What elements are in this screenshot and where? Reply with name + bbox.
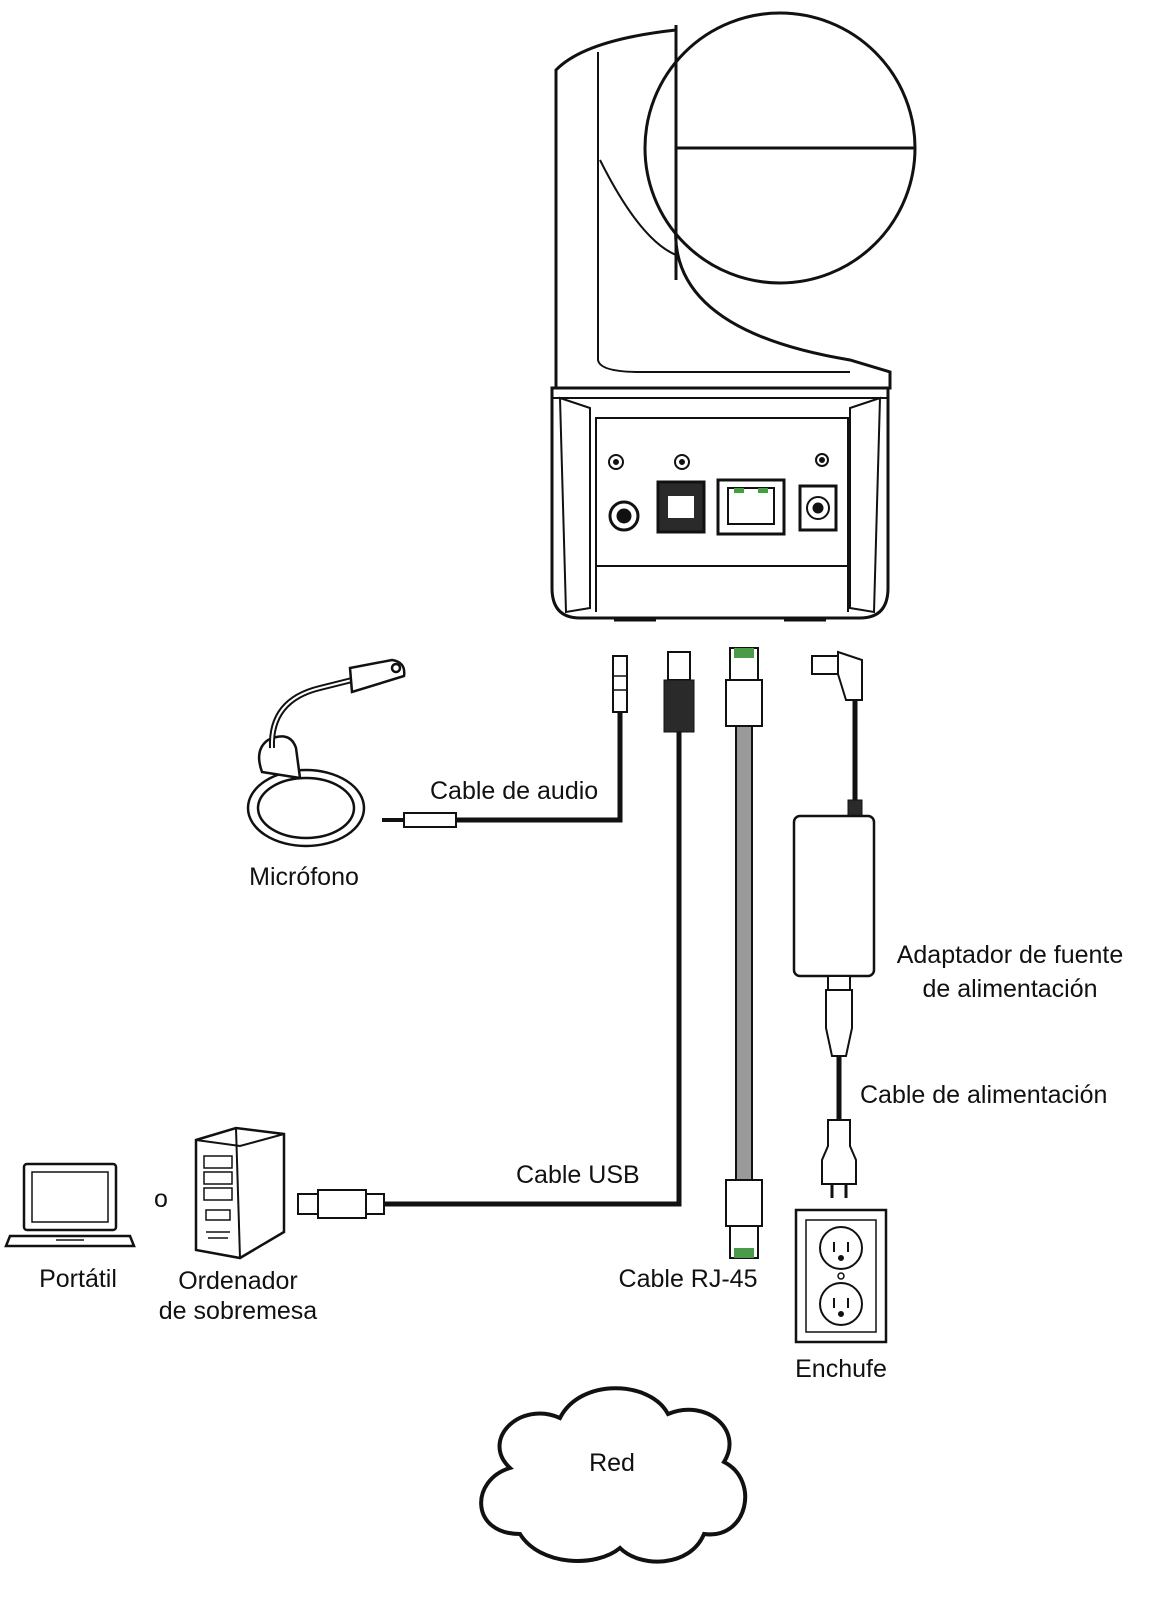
audio-plug-top-icon bbox=[612, 655, 628, 713]
audio-plug-mic-icon bbox=[403, 812, 457, 828]
microphone-icon bbox=[246, 658, 406, 848]
desktop-label-line2: de sobremesa bbox=[158, 1297, 318, 1325]
wall-outlet-icon bbox=[794, 1208, 888, 1344]
ptz-camera bbox=[550, 11, 917, 622]
audio-cable-label: Cable de audio bbox=[430, 777, 599, 805]
laptop-icon bbox=[4, 1162, 136, 1248]
power-adapter-label-line2: de alimentación bbox=[922, 975, 1098, 1003]
camera-arm-groove bbox=[599, 159, 677, 256]
usb-b-plug-icon bbox=[667, 651, 691, 681]
power-adapter-icon bbox=[792, 814, 876, 978]
power-supply bbox=[792, 650, 876, 1198]
laptop-label: Portátil bbox=[39, 1265, 117, 1293]
camera-base-left-panel bbox=[558, 396, 591, 614]
or-label: o bbox=[154, 1185, 168, 1213]
usb-a-plug-icon bbox=[317, 1189, 367, 1219]
screw-icons bbox=[608, 453, 829, 470]
power-cable-label: Cable de alimentación bbox=[860, 1081, 1108, 1109]
ac-plug-icon bbox=[821, 1119, 857, 1185]
microphone-label: Micrófono bbox=[249, 863, 359, 891]
audio-cable bbox=[382, 655, 628, 828]
power-adapter-label-line1: Adaptador de fuente bbox=[896, 941, 1124, 969]
dc-plug-icon bbox=[811, 655, 841, 675]
usb-cable bbox=[297, 651, 695, 1219]
rj45-cable-label: Cable RJ-45 bbox=[618, 1265, 758, 1293]
outlet-label: Enchufe bbox=[795, 1355, 887, 1383]
desktop-tower-icon bbox=[194, 1126, 286, 1260]
usb-cable-label: Cable USB bbox=[516, 1161, 640, 1189]
network-cloud-icon bbox=[479, 1386, 748, 1564]
desktop-label-line1: Ordenador bbox=[178, 1267, 298, 1295]
ethernet-cable bbox=[725, 647, 763, 1259]
camera-arm-inner bbox=[597, 52, 850, 373]
camera-base-right-panel bbox=[849, 396, 882, 614]
network-label: Red bbox=[589, 1449, 635, 1477]
